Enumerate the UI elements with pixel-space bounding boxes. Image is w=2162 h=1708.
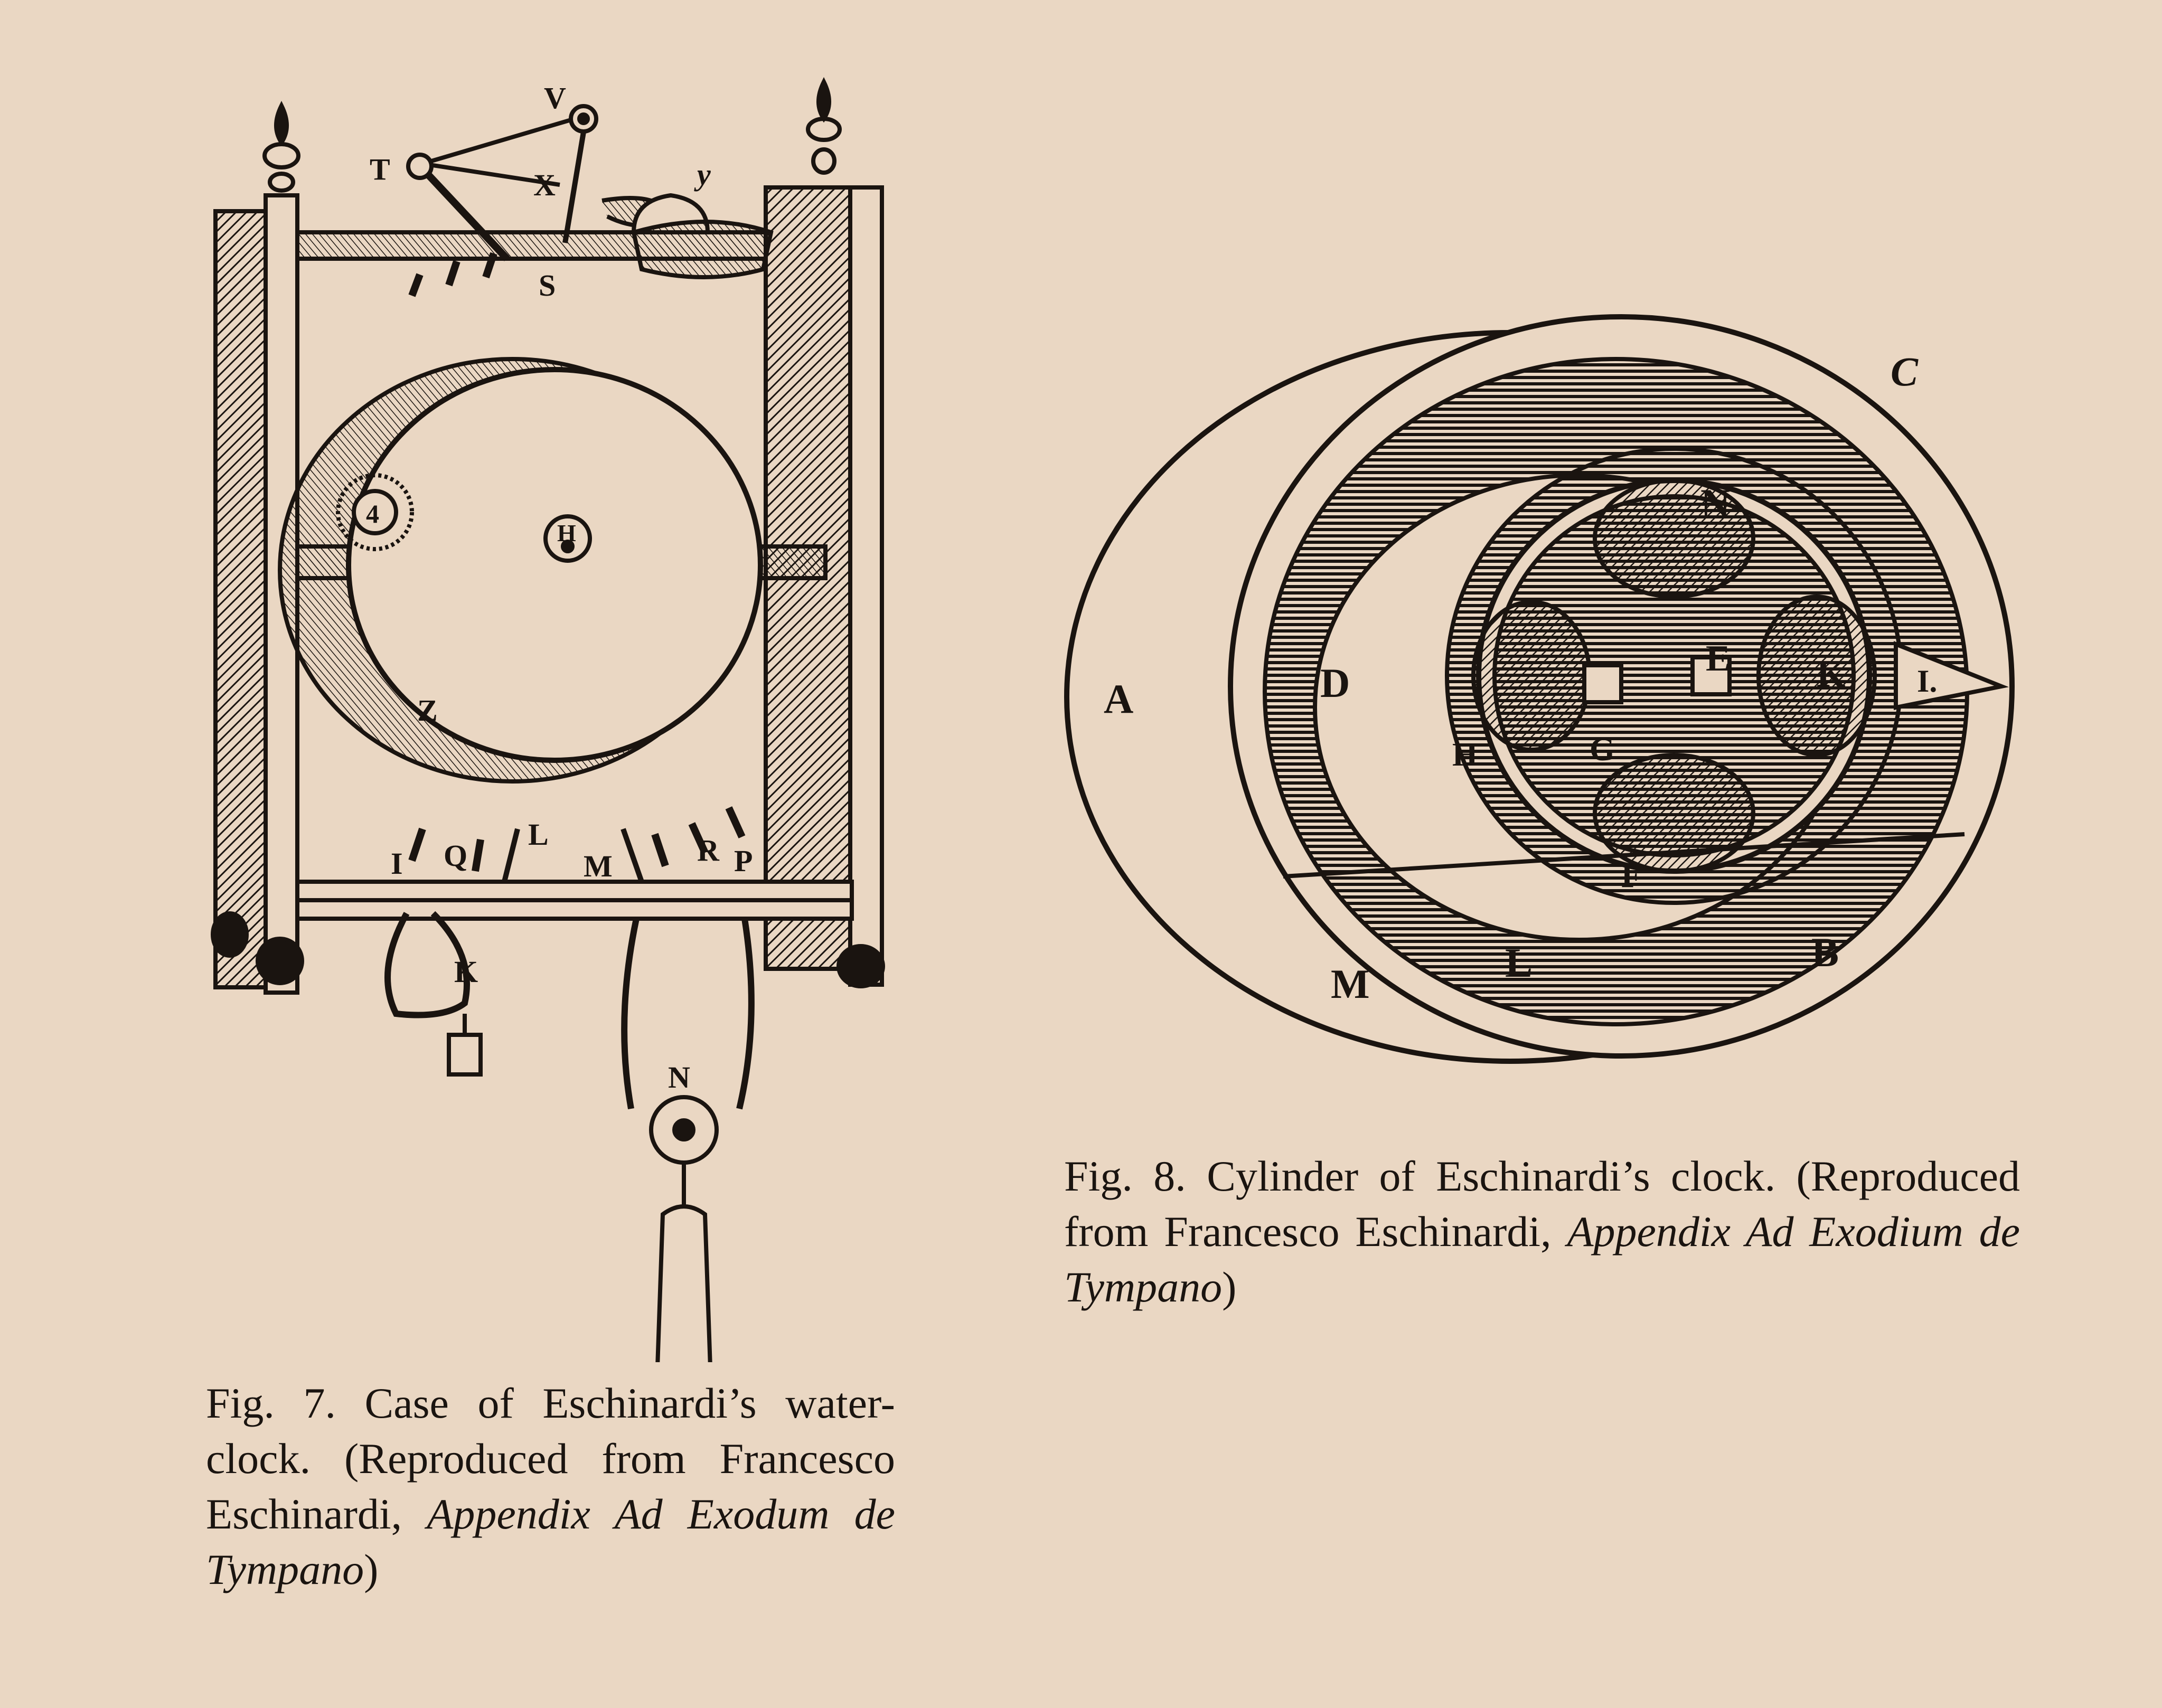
label-A: A <box>1104 676 1133 722</box>
figure-8-caption: Fig. 8. Cylinder of Eschinardi’s clock. … <box>1064 1148 2020 1315</box>
label-M: M <box>1331 961 1370 1007</box>
clock-frame <box>211 77 885 1375</box>
label-T: T <box>370 152 390 186</box>
label-V: V <box>544 81 566 115</box>
figure-8-labels: C N A D E K I. H G F M L B <box>1104 348 1937 1007</box>
caption-close: ) <box>364 1545 379 1593</box>
figure-7-caption: Fig. 7. Case of Eschinardi’s water-clock… <box>206 1375 895 1597</box>
cylinder-drawing <box>1064 314 2015 1064</box>
book-title: Appendix Ad Exodum de Tympano <box>206 1490 895 1593</box>
book-title: Appendix Ad Exodium de Tympano <box>1064 1207 2020 1311</box>
label-I: I. <box>1917 664 1937 699</box>
label-L: L <box>1505 940 1533 986</box>
figure-8-illustration: C N A D E K I. H G F M L B <box>1056 306 2038 1109</box>
label-B: B <box>1811 929 1839 975</box>
caption-text: Fig. 7. Case of Eschinardi’s water-clock… <box>206 1379 895 1538</box>
label-Z: Z <box>417 693 438 728</box>
label-K: K <box>454 955 478 989</box>
caption-close: ) <box>1222 1263 1237 1311</box>
caption-text: Fig. 8. Cylinder of Eschinardi’s clock. … <box>1064 1152 2020 1256</box>
label-4: 4 <box>366 499 379 529</box>
label-E: E <box>1706 638 1731 679</box>
label-L: L <box>528 817 549 852</box>
label-H: H <box>557 520 576 546</box>
label-K: K <box>1817 654 1845 695</box>
label-X: X <box>533 168 556 202</box>
label-N: N <box>668 1060 690 1094</box>
label-y: y <box>694 157 711 192</box>
label-I: I <box>391 846 403 881</box>
label-H: H <box>1452 737 1478 773</box>
figure-7-illustration: V T X y S 4 H Z I Q L M R P K N <box>201 69 940 1375</box>
label-F: F <box>1621 858 1641 894</box>
label-Q: Q <box>444 838 467 873</box>
label-N: N <box>1700 480 1730 526</box>
label-P: P <box>734 844 753 878</box>
label-D: D <box>1320 660 1350 706</box>
label-S: S <box>539 268 556 303</box>
label-R: R <box>697 833 720 867</box>
label-G: G <box>1590 732 1615 768</box>
label-C: C <box>1891 348 1919 394</box>
label-M: M <box>584 849 613 883</box>
figure-7-labels: V T X y S 4 H Z I Q L M R P K N <box>366 81 753 1094</box>
